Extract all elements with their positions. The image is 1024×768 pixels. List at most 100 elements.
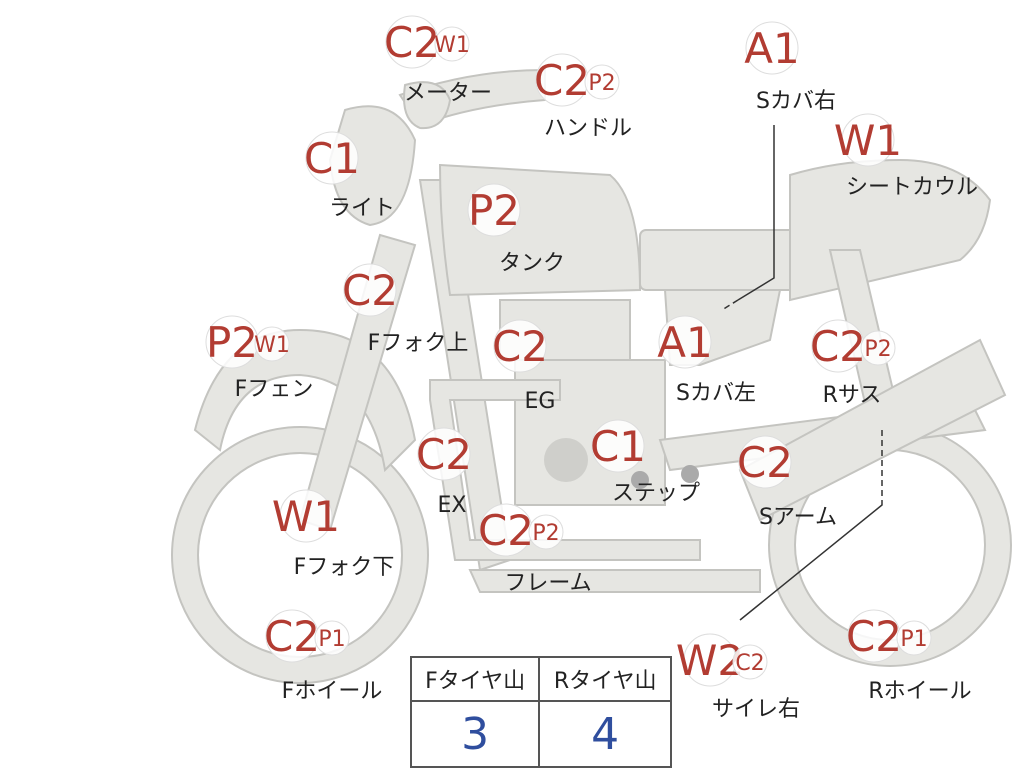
grade-main: W1 [272, 492, 340, 541]
grade-main: C2 [810, 322, 866, 371]
headlight [328, 105, 417, 227]
grade-sub: P2 [864, 337, 891, 362]
grade-badge-bg [417, 427, 471, 481]
grade-sub: P1 [318, 627, 345, 652]
r-tire-header: Rタイヤ山 [538, 656, 672, 702]
part-label: Rサス [823, 383, 882, 408]
grade-sub: C2 [735, 651, 764, 676]
grade-badge-bg [467, 183, 521, 237]
grade-sub-badge-bg [584, 64, 620, 100]
grade-main: P2 [206, 318, 258, 367]
front-wheel [172, 427, 428, 683]
part-label: ハンドル [544, 116, 632, 141]
part-label: サイレ右 [712, 697, 800, 722]
grade-main: C2 [416, 430, 472, 479]
part-label: EX [438, 493, 467, 518]
leader-s-cover-right [737, 125, 775, 301]
part-label: Rホイール [868, 679, 971, 704]
grade-sub-badge-bg [896, 620, 932, 656]
meter-body [403, 81, 452, 130]
tire-tread-table: Fタイヤ山 Rタイヤ山 3 4 [409, 656, 672, 768]
part-label: Fホイール [282, 679, 383, 704]
part-label: Fフォク下 [294, 555, 395, 580]
f-tire-header: Fタイヤ山 [409, 656, 541, 702]
engine-cover [544, 438, 588, 482]
grade-main: A1 [744, 24, 799, 73]
grade-main: C2 [264, 612, 320, 661]
grade-main: C2 [478, 506, 534, 555]
footpeg-left [631, 471, 649, 489]
footpeg-right [681, 465, 699, 483]
grade-main: C2 [342, 266, 398, 315]
grade-badge-bg [591, 419, 645, 473]
part-label: ステップ [612, 481, 700, 506]
part-label: ライト [329, 196, 395, 221]
grade-sub: P2 [532, 521, 559, 546]
grade-main: C2 [384, 18, 440, 67]
grade-sub-badge-bg [860, 330, 896, 366]
grade-main: C1 [590, 422, 646, 471]
grade-main: P2 [468, 186, 520, 235]
grade-badge-bg [658, 315, 712, 369]
grade-sub-badge-bg [314, 620, 350, 656]
grade-sub-badge-bg [434, 26, 470, 62]
part-step: C1 ステップ [590, 419, 700, 506]
frame-lower [468, 569, 761, 593]
grade-badge-bg [745, 21, 799, 75]
grade-badge-bg [493, 319, 547, 373]
r-tire-value: 4 [538, 700, 672, 768]
part-label: メーター [404, 81, 492, 106]
leader-lines [721, 125, 883, 621]
side-cover-upper [639, 229, 801, 291]
grade-sub-badge-bg [254, 326, 290, 362]
part-label: フレーム [504, 571, 591, 596]
grade-main: C2 [492, 322, 548, 371]
grade-sub: W1 [434, 33, 470, 58]
grade-main: W1 [834, 116, 902, 165]
grade-main: A1 [657, 318, 712, 367]
leader-silencer-right [739, 500, 883, 621]
grade-badge-bg [343, 263, 397, 317]
grade-sub: P1 [900, 627, 927, 652]
part-label: Fフォク上 [368, 331, 469, 356]
part-label: タンク [499, 251, 565, 276]
silencer [738, 338, 1007, 522]
part-label: EG [525, 389, 556, 414]
part-label: シートカウル [846, 175, 978, 200]
grade-badge-bg [841, 113, 895, 167]
grade-main: C2 [534, 56, 590, 105]
grade-badge-bg [279, 489, 333, 543]
grade-sub: P2 [588, 71, 615, 96]
part-tank: P2 タンク [467, 183, 565, 276]
grade-badge-bg [738, 435, 792, 489]
front-wheel-outline-outer [171, 426, 429, 684]
leader-s-cover-right-dash [721, 299, 739, 311]
grade-sub: W1 [254, 333, 290, 358]
part-label: Sアーム [759, 505, 837, 530]
part-label: Sカバ左 [676, 381, 756, 406]
grade-badge-bg [305, 131, 359, 185]
part-label: Fフェン [235, 377, 314, 402]
part-seat-cowl: W1 シートカウル [834, 113, 978, 200]
part-label: Sカバ右 [756, 89, 836, 114]
grade-sub-badge-bg [528, 514, 564, 550]
f-tire-value: 3 [409, 700, 541, 768]
grade-main: C2 [737, 438, 793, 487]
